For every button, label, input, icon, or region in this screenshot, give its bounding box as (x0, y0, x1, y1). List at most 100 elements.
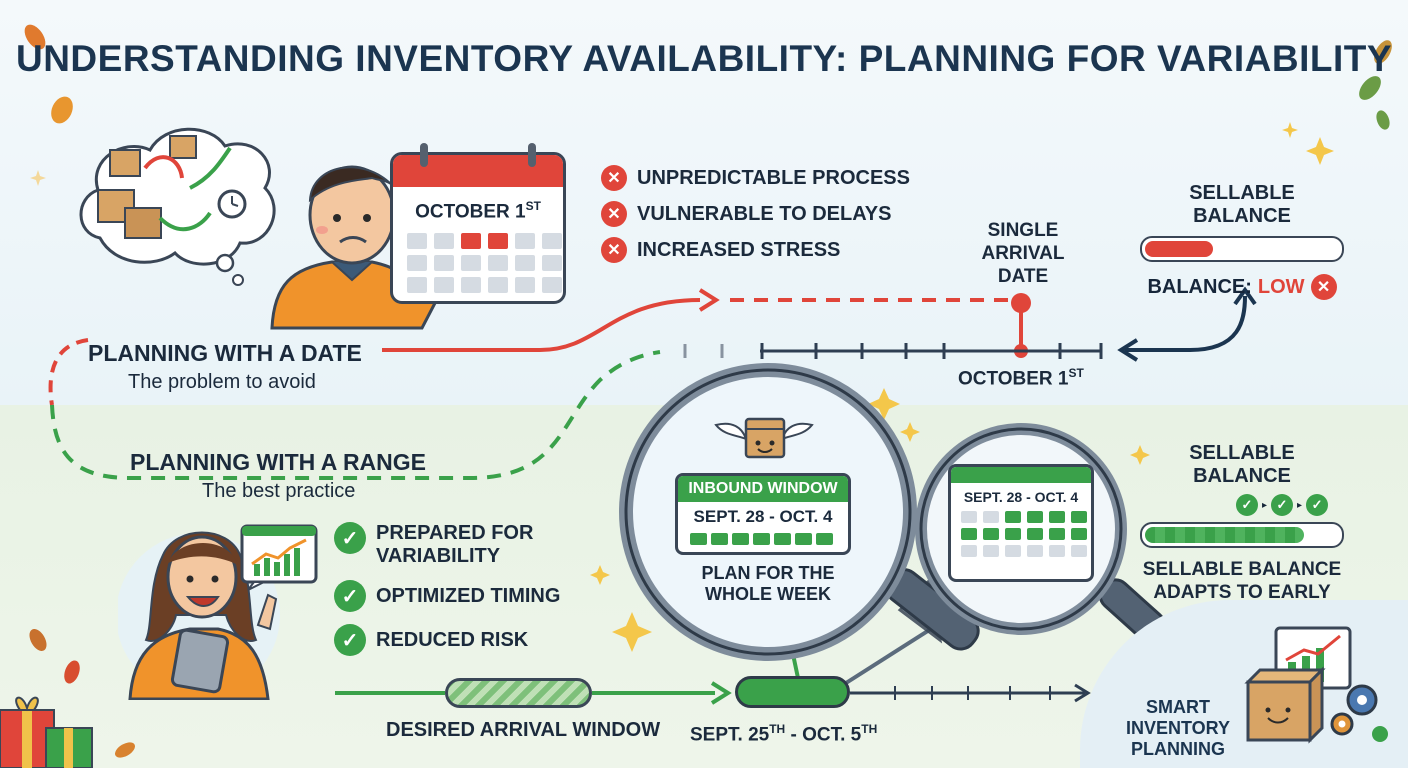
calendar-date-label: OCTOBER 1ST (415, 199, 541, 223)
inbound-window-cells (690, 533, 848, 545)
inbound-window-dates: SEPT. 28 - OCT. 4 (693, 507, 833, 526)
gift-boxes-illustration (0, 696, 93, 768)
inbound-day-cell (795, 533, 812, 545)
calendar-day-cell (434, 255, 454, 272)
inbound-day-cell (711, 533, 728, 545)
range-calendar-day-cell (961, 528, 977, 540)
range-calendar-day-cell (983, 545, 999, 557)
arrow-icon: ▸ (1261, 499, 1267, 511)
balance-bar-fill (1145, 527, 1305, 543)
calendar-day-cell (407, 233, 427, 250)
range-calendar-day-cell (1071, 528, 1087, 540)
happy-planner-illustration (118, 531, 280, 700)
inbound-day-cell (816, 533, 833, 545)
range-calendar-day-cell (1005, 528, 1021, 540)
range-calendar-day-cell (1027, 511, 1043, 523)
inbound-window-title: INBOUND WINDOW (678, 476, 848, 502)
inbound-day-cell (753, 533, 770, 545)
inbound-day-cell (732, 533, 749, 545)
range-calendar-day-cell (1005, 545, 1021, 557)
date-heading: PLANNING WITH A DATE (88, 340, 362, 366)
range-calendar-day-cell (1071, 545, 1087, 557)
balance-title: SELLABLE BALANCE (1189, 182, 1295, 227)
calendar-day-cell (407, 277, 427, 294)
range-calendar-day-cell (1071, 511, 1087, 523)
benefits-list: ✓PREPARED FOR VARIABILITY ✓OPTIMIZED TIM… (334, 522, 574, 656)
inbound-day-cell (690, 533, 707, 545)
low-balance-panel: SELLABLE BALANCE BALANCE: LOW ✕ (1140, 182, 1344, 300)
inbound-window-card: INBOUND WINDOW SEPT. 28 - OCT. 4 (675, 473, 851, 555)
balance-title: SELLABLE BALANCE (1189, 442, 1295, 487)
calendar-day-cell (434, 277, 454, 294)
calendar-day-cell (461, 233, 481, 250)
calendar-day-cell (515, 255, 535, 272)
benefit-item: ✓OPTIMIZED TIMING (334, 580, 574, 612)
range-calendar-day-cell (961, 511, 977, 523)
october-calendar: OCTOBER 1ST (390, 152, 566, 304)
benefit-item: ✓REDUCED RISK (334, 624, 574, 656)
desired-window-label: DESIRED ARRIVAL WINDOW (386, 719, 661, 741)
calendar-ring (528, 143, 536, 167)
balance-checks: ✓ ▸ ✓ ▸ ✓ (1220, 494, 1344, 516)
arrival-range-pill (735, 676, 850, 708)
calendar-day-cell (542, 255, 562, 272)
check-icon: ✓ (334, 522, 366, 554)
smart-planning-illustration (1244, 626, 1388, 744)
calendar-day-cell (515, 277, 535, 294)
check-icon: ✓ (334, 580, 366, 612)
calendar-day-cell (461, 277, 481, 294)
page-title: UNDERSTANDING INVENTORY AVAILABILITY: PL… (15, 38, 1393, 79)
balance-status-value: LOW (1257, 275, 1305, 298)
x-icon: ✕ (601, 201, 627, 227)
range-calendar-day-cell (1005, 511, 1021, 523)
date-section-heading: PLANNING WITH A DATE The problem to avoi… (88, 340, 384, 394)
range-calendar: SEPT. 28 - OCT. 4 (948, 464, 1094, 582)
range-heading: PLANNING WITH A RANGE (130, 449, 427, 475)
check-icon: ✓ (334, 624, 366, 656)
single-arrival-label: SINGLE ARRIVAL DATE (981, 220, 1065, 287)
issue-item: ✕UNPREDICTABLE PROCESS (601, 165, 910, 191)
range-calendar-day-cell (1027, 545, 1043, 557)
calendar-ring (420, 143, 428, 167)
benefit-item: ✓PREPARED FOR VARIABILITY (334, 522, 574, 568)
calendar-day-cell (488, 277, 508, 294)
balance-bar (1140, 236, 1344, 262)
range-calendar-day-cell (961, 545, 977, 557)
issue-item: ✕VULNERABLE TO DELAYS (601, 201, 910, 227)
range-calendar-day-cell (1049, 528, 1065, 540)
arrival-range-label: SEPT. 25TH - OCT. 5TH (690, 722, 878, 746)
desired-window-bar (445, 678, 592, 708)
issues-list: ✕UNPREDICTABLE PROCESS ✕VULNERABLE TO DE… (601, 165, 910, 263)
smart-planning-label: SMART INVENTORY PLANNING (1125, 697, 1231, 759)
calendar-day-cell (515, 233, 535, 250)
range-calendar-day-cell (1027, 528, 1043, 540)
chart-bubble-illustration (240, 524, 318, 591)
range-calendar-day-cell (1049, 545, 1065, 557)
range-calendar-header (951, 467, 1091, 483)
calendar-grid (407, 233, 563, 294)
calendar-day-cell (407, 255, 427, 272)
calendar-day-cell (434, 233, 454, 250)
balance-bar-fill (1145, 241, 1213, 257)
calendar-day-cell (488, 233, 508, 250)
issue-item: ✕INCREASED STRESS (601, 237, 910, 263)
calendar-day-cell (542, 277, 562, 294)
date-subtitle: The problem to avoid (128, 371, 316, 393)
range-calendar-grid (961, 511, 1091, 557)
range-calendar-day-cell (983, 511, 999, 523)
lens-caption: PLAN FOR THE WHOLE WEEK (701, 563, 835, 604)
range-subtitle: The best practice (202, 480, 356, 502)
check-icon: ✓ (1306, 494, 1329, 516)
calendar-day-cell (542, 233, 562, 250)
balance-status: BALANCE: LOW ✕ (1140, 274, 1344, 300)
x-icon: ✕ (601, 165, 627, 191)
balance-status-label: BALANCE: (1147, 275, 1252, 298)
timeline-date-label: OCTOBER 1ST (958, 366, 1084, 390)
x-icon: ✕ (1310, 274, 1337, 300)
check-icon: ✓ (1271, 494, 1293, 516)
arrow-icon: ▸ (1297, 499, 1303, 511)
range-section-heading: PLANNING WITH A RANGE The best practice (130, 449, 450, 503)
flying-box-icon (714, 417, 814, 459)
